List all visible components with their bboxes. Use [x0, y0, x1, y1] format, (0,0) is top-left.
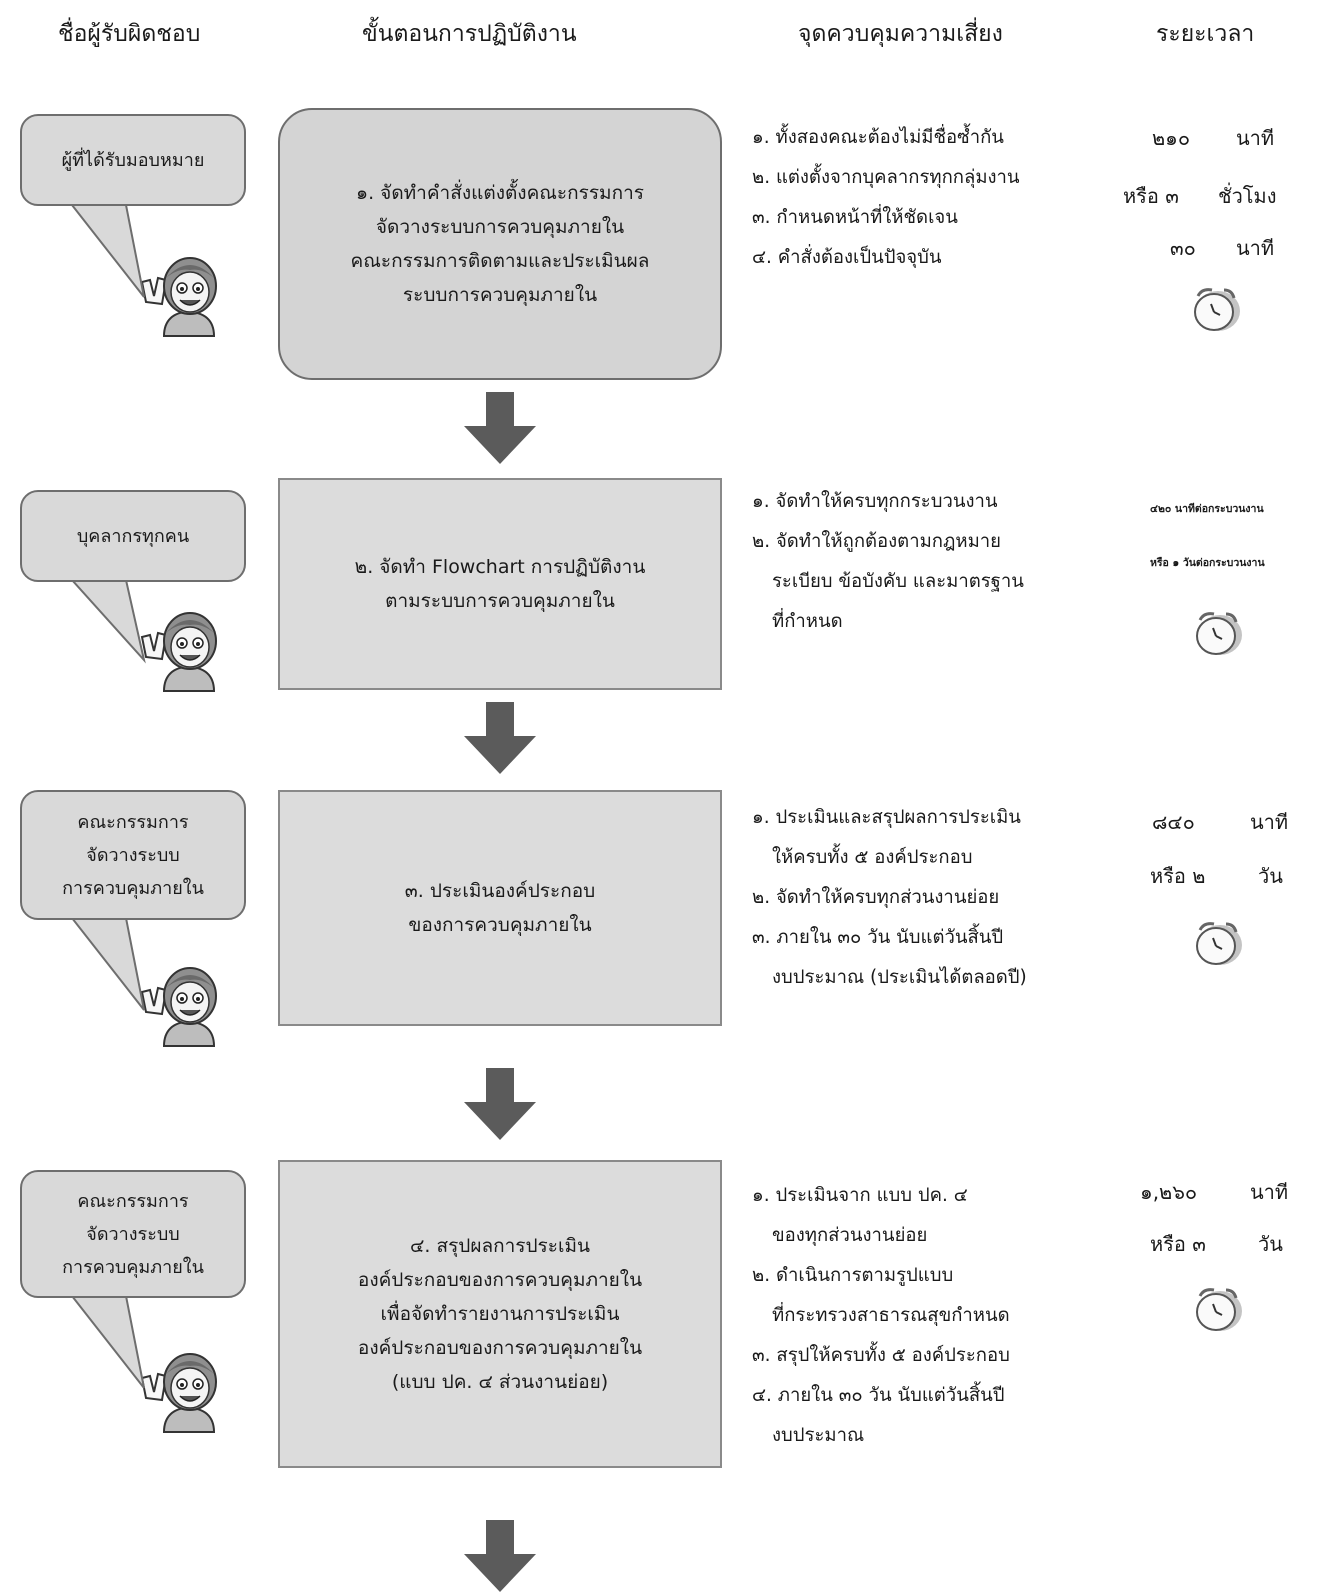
- responsible-label: ผู้ที่ได้รับมอบหมาย: [61, 149, 205, 171]
- responsible-bubble-2: บุคลากรทุกคน: [20, 490, 246, 582]
- control-item: ๑. ประเมินจาก แบบ ปค. ๔: [752, 1185, 968, 1206]
- down-arrow-icon: [462, 702, 538, 774]
- control-item: ให้ครบทั้ง ๕ องค์ประกอบ: [772, 847, 973, 868]
- step-line: ๒. จัดทำ Flowchart การปฏิบัติงาน: [354, 556, 646, 578]
- alarm-clock-icon: [1184, 282, 1244, 336]
- time-value: ๔๒๐ นาทีต่อกระบวนงาน: [1150, 503, 1264, 515]
- responsible-label: การควบคุมภายใน: [62, 877, 204, 899]
- time-unit: นาที: [1250, 810, 1289, 834]
- control-item: ๒. จัดทำให้ครบทุกส่วนงานย่อย: [752, 887, 1000, 908]
- step-box-3: ๓. ประเมินองค์ประกอบ ของการควบคุมภายใน: [278, 790, 722, 1026]
- control-item: ๑. ประเมินและสรุปผลการประเมิน: [752, 807, 1021, 828]
- time-unit-alt: วัน: [1258, 1232, 1283, 1256]
- header-responsible: ชื่อผู้รับผิดชอบ: [58, 21, 201, 47]
- step-line: ๓. ประเมินองค์ประกอบ: [404, 880, 596, 902]
- time-unit: นาที: [1236, 126, 1275, 150]
- time-value-extra: ๓๐: [1170, 236, 1196, 260]
- responsible-label: จัดวางระบบ: [86, 844, 180, 866]
- header-duration: ระยะเวลา: [1156, 21, 1255, 47]
- responsible-bubble-3: คณะกรรมการ จัดวางระบบ การควบคุมภายใน: [20, 790, 246, 920]
- control-item: ๑. จัดทำให้ครบทุกกระบวนงาน: [752, 491, 998, 512]
- down-arrow-icon: [462, 1068, 538, 1140]
- control-item: ๓. สรุปให้ครบทั้ง ๕ องค์ประกอบ: [752, 1345, 1010, 1366]
- time-value-alt: หรือ ๓: [1123, 184, 1179, 208]
- step-line: ตามระบบการควบคุมภายใน: [385, 590, 615, 612]
- time-value-alt: หรือ ๒: [1150, 864, 1206, 888]
- header-risk-control: จุดควบคุมความเสี่ยง: [798, 21, 1003, 47]
- speech-tail: [70, 1296, 145, 1389]
- control-item: ระเบียบ ข้อบังคับ และมาตรฐาน: [772, 571, 1024, 592]
- speech-tail: [70, 205, 145, 298]
- step-line: ๑. จัดทำคำสั่งแต่งตั้งคณะกรรมการ: [356, 182, 644, 204]
- control-item: ที่กำหนด: [772, 611, 843, 632]
- step-line: ของการควบคุมภายใน: [408, 914, 592, 936]
- control-item: ที่กระทรวงสาธารณสุขกำหนด: [772, 1305, 1010, 1326]
- responsible-label: คณะกรรมการ: [77, 811, 189, 833]
- time-value: ๑,๒๖๐: [1140, 1180, 1198, 1204]
- time-value: ๘๔๐: [1152, 810, 1195, 834]
- control-item: งบประมาณ: [772, 1425, 865, 1446]
- step-box-1: ๑. จัดทำคำสั่งแต่งตั้งคณะกรรมการ จัดวางร…: [278, 108, 722, 380]
- time-value-alt: หรือ ๓: [1150, 1232, 1206, 1256]
- responsible-label: บุคลากรทุกคน: [76, 525, 190, 547]
- step-box-4: ๔. สรุปผลการประเมิน องค์ประกอบของการควบค…: [278, 1160, 722, 1468]
- control-item: ๓. ภายใน ๓๐ วัน นับแต่วันสิ้นปี: [752, 927, 1004, 948]
- control-item: ๒. แต่งตั้งจากบุคลากรทุกกลุ่มงาน: [752, 167, 1020, 188]
- step-line: องค์ประกอบของการควบคุมภายใน: [357, 1269, 643, 1291]
- time-unit-alt: วัน: [1258, 864, 1283, 888]
- alarm-clock-icon: [1186, 606, 1246, 660]
- responsible-label: จัดวางระบบ: [86, 1223, 180, 1245]
- step-box-2: ๒. จัดทำ Flowchart การปฏิบัติงาน ตามระบบ…: [278, 478, 722, 690]
- control-item: ๑. ทั้งสองคณะต้องไม่มีชื่อซ้ำกัน: [752, 127, 1004, 148]
- down-arrow-icon: [462, 1520, 538, 1592]
- step-line: เพื่อจัดทำรายงานการประเมิน: [380, 1303, 620, 1325]
- down-arrow-icon: [462, 392, 538, 464]
- step-line: องค์ประกอบของการควบคุมภายใน: [357, 1337, 643, 1359]
- control-item: ของทุกส่วนงานย่อย: [772, 1225, 928, 1246]
- time-value: ๒๑๐: [1152, 126, 1191, 150]
- step-line: จัดวางระบบการควบคุมภายใน: [375, 216, 625, 238]
- control-item: ๓. กำหนดหน้าที่ให้ชัดเจน: [752, 207, 958, 228]
- step-line: (แบบ ปค. ๔ ส่วนงานย่อย): [391, 1371, 609, 1393]
- control-item: งบประมาณ (ประเมินได้ตลอดปี): [772, 967, 1027, 988]
- control-item: ๔. ภายใน ๓๐ วัน นับแต่วันสิ้นปี: [752, 1385, 1005, 1406]
- alarm-clock-icon: [1186, 916, 1246, 970]
- time-unit: นาที: [1250, 1180, 1289, 1204]
- speech-tail: [70, 918, 145, 1011]
- controls-list-3: ๑. ประเมินและสรุปผลการประเมิน ให้ครบทั้ง…: [752, 798, 1112, 998]
- step-line: ระบบการควบคุมภายใน: [402, 284, 598, 306]
- time-unit-extra: นาที: [1236, 236, 1275, 260]
- responsible-bubble-1: ผู้ที่ได้รับมอบหมาย: [20, 114, 246, 206]
- control-item: ๒. ดำเนินการตามรูปแบบ: [752, 1265, 954, 1286]
- controls-list-2: ๑. จัดทำให้ครบทุกกระบวนงาน ๒. จัดทำให้ถู…: [752, 482, 1112, 642]
- header-procedure: ขั้นตอนการปฏิบัติงาน: [362, 21, 577, 47]
- step-line: ๔. สรุปผลการประเมิน: [410, 1235, 590, 1257]
- speech-tail: [70, 580, 146, 664]
- time-value-alt: หรือ ๑ วันต่อกระบวนงาน: [1150, 557, 1265, 569]
- responsible-label: คณะกรรมการ: [77, 1190, 189, 1212]
- responsible-label: การควบคุมภายใน: [62, 1256, 204, 1278]
- alarm-clock-icon: [1186, 1282, 1246, 1336]
- controls-list-4: ๑. ประเมินจาก แบบ ปค. ๔ ของทุกส่วนงานย่อ…: [752, 1176, 1112, 1456]
- control-item: ๒. จัดทำให้ถูกต้องตามกฎหมาย: [752, 531, 1002, 552]
- control-item: ๔. คำสั่งต้องเป็นปัจจุบัน: [752, 247, 942, 268]
- step-line: คณะกรรมการติดตามและประเมินผล: [350, 250, 650, 272]
- time-unit-alt: ชั่วโมง: [1218, 184, 1277, 208]
- responsible-bubble-4: คณะกรรมการ จัดวางระบบ การควบคุมภายใน: [20, 1170, 246, 1298]
- controls-list-1: ๑. ทั้งสองคณะต้องไม่มีชื่อซ้ำกัน ๒. แต่ง…: [752, 118, 1112, 278]
